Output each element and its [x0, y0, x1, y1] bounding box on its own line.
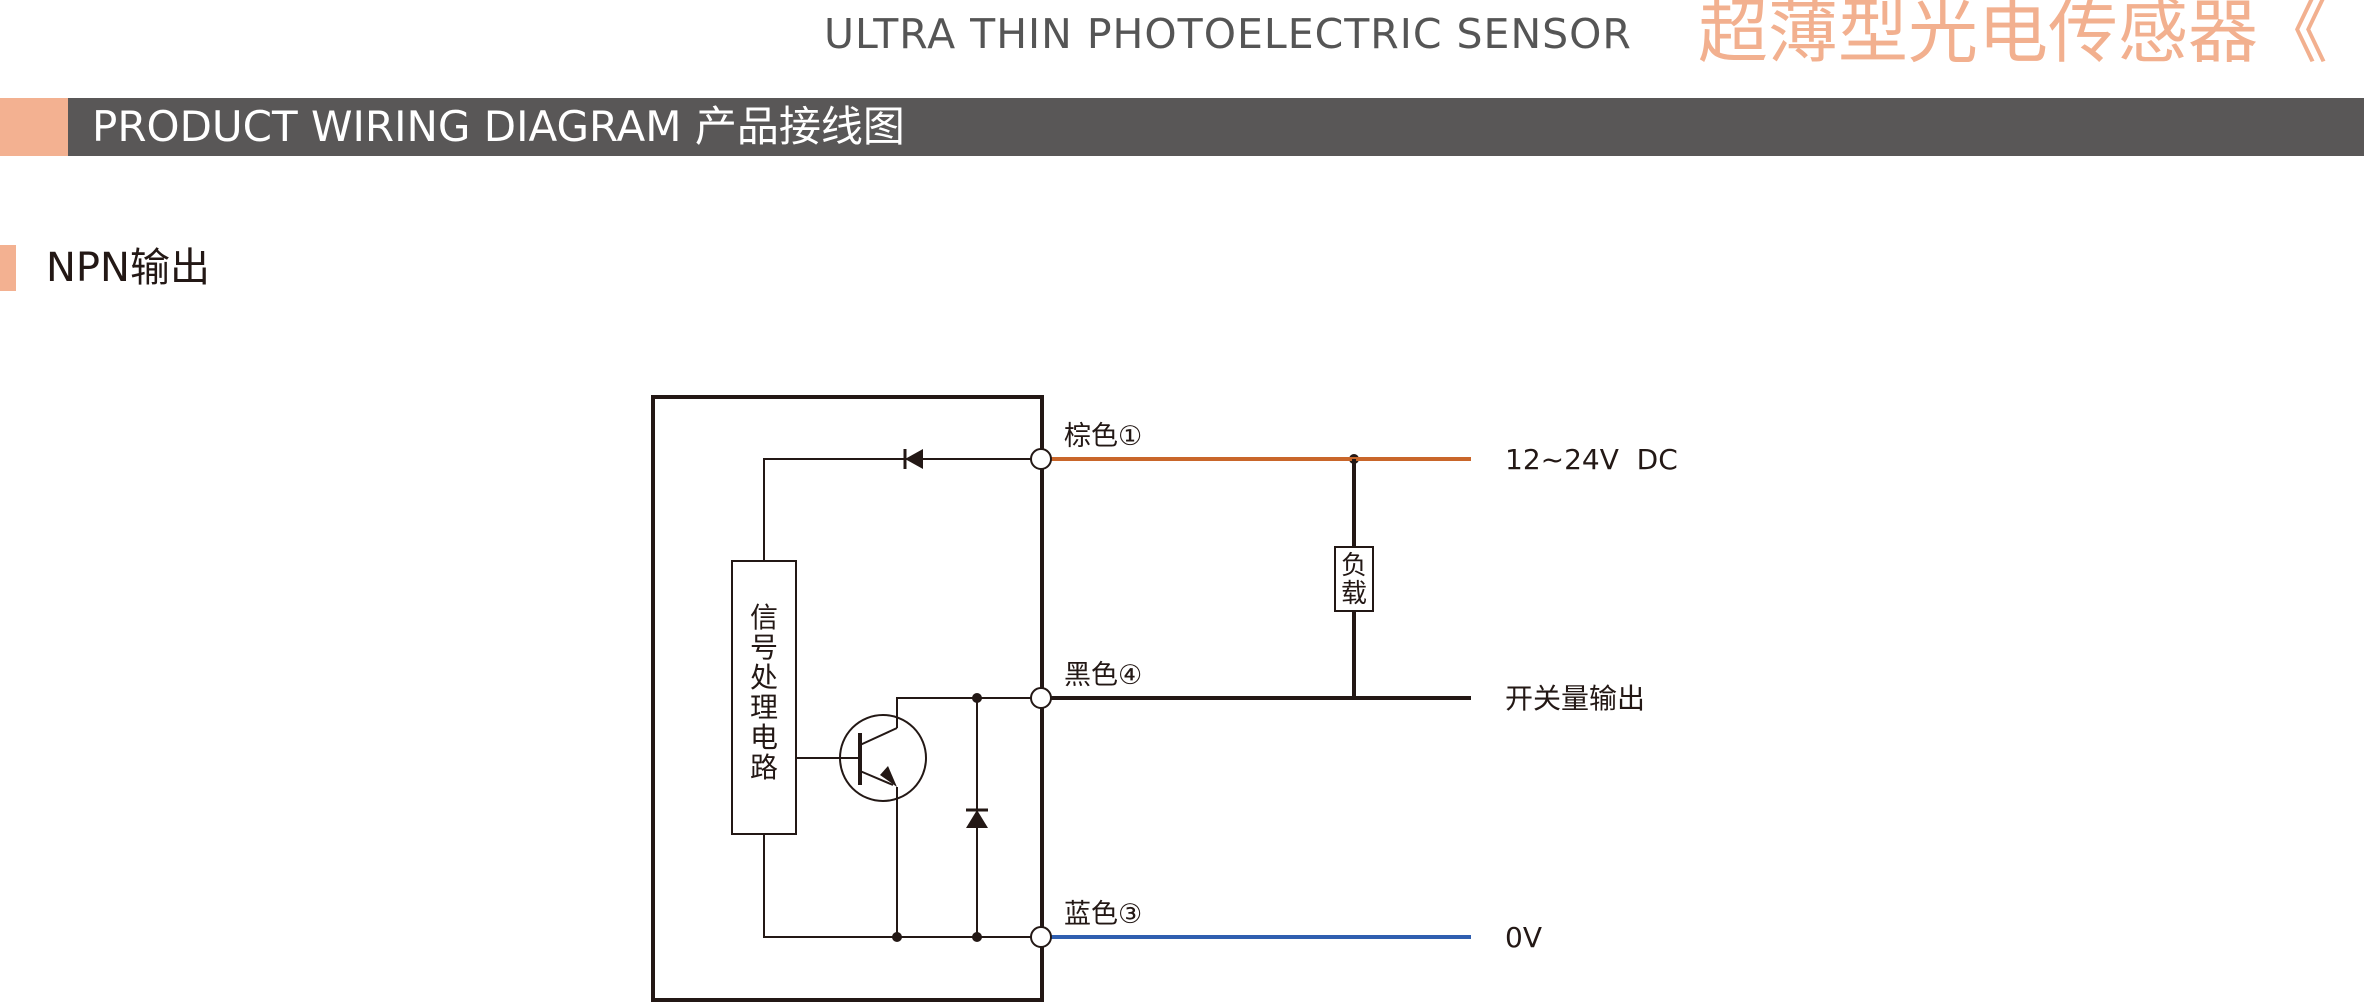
product-title-en: ULTRA THIN PHOTOELECTRIC SENSOR: [824, 10, 1632, 58]
signal-processing-char: 处: [750, 661, 778, 694]
switch-output-label: 开关量输出: [1505, 682, 1645, 715]
terminal-brown: [1030, 448, 1052, 470]
clamp-diode: [966, 808, 988, 828]
load-box: [1334, 546, 1374, 612]
signal-processing-char: 电: [750, 721, 778, 754]
internal-wiring: [763, 458, 1041, 938]
junction-dot: [972, 932, 982, 942]
subsection-marker: [0, 245, 16, 291]
wire-label-brown: 棕色①: [1064, 421, 1142, 452]
signal-processing-block: [731, 560, 797, 835]
junction-dot: [892, 932, 902, 942]
subsection-title: NPN输出: [46, 245, 210, 291]
signal-processing-char: 信: [750, 601, 778, 634]
section-header-accent: [0, 98, 68, 156]
load-label-char: 负: [1341, 551, 1367, 581]
signal-processing-char: 路: [750, 751, 778, 784]
wire-label-blue: 蓝色③: [1064, 899, 1142, 930]
junction-dot: [972, 693, 982, 703]
load-label-char: 载: [1341, 579, 1367, 609]
signal-processing-char: 号: [750, 631, 778, 664]
supply-voltage-label: 12~24V DC: [1505, 443, 1678, 476]
wire-label-black: 黑色④: [1064, 660, 1142, 691]
terminal-blue: [1030, 926, 1052, 948]
signal-processing-char: 理: [750, 691, 778, 724]
ground-label: 0V: [1505, 921, 1542, 954]
section-header-bar: PRODUCT WIRING DIAGRAM 产品接线图: [0, 98, 2364, 156]
protection-diode: [903, 449, 923, 469]
npn-transistor: [839, 714, 927, 802]
product-title-cn: 超薄型光电传感器《: [1698, 0, 2328, 73]
section-header-title: PRODUCT WIRING DIAGRAM 产品接线图: [92, 102, 905, 151]
terminal-black: [1030, 687, 1052, 709]
